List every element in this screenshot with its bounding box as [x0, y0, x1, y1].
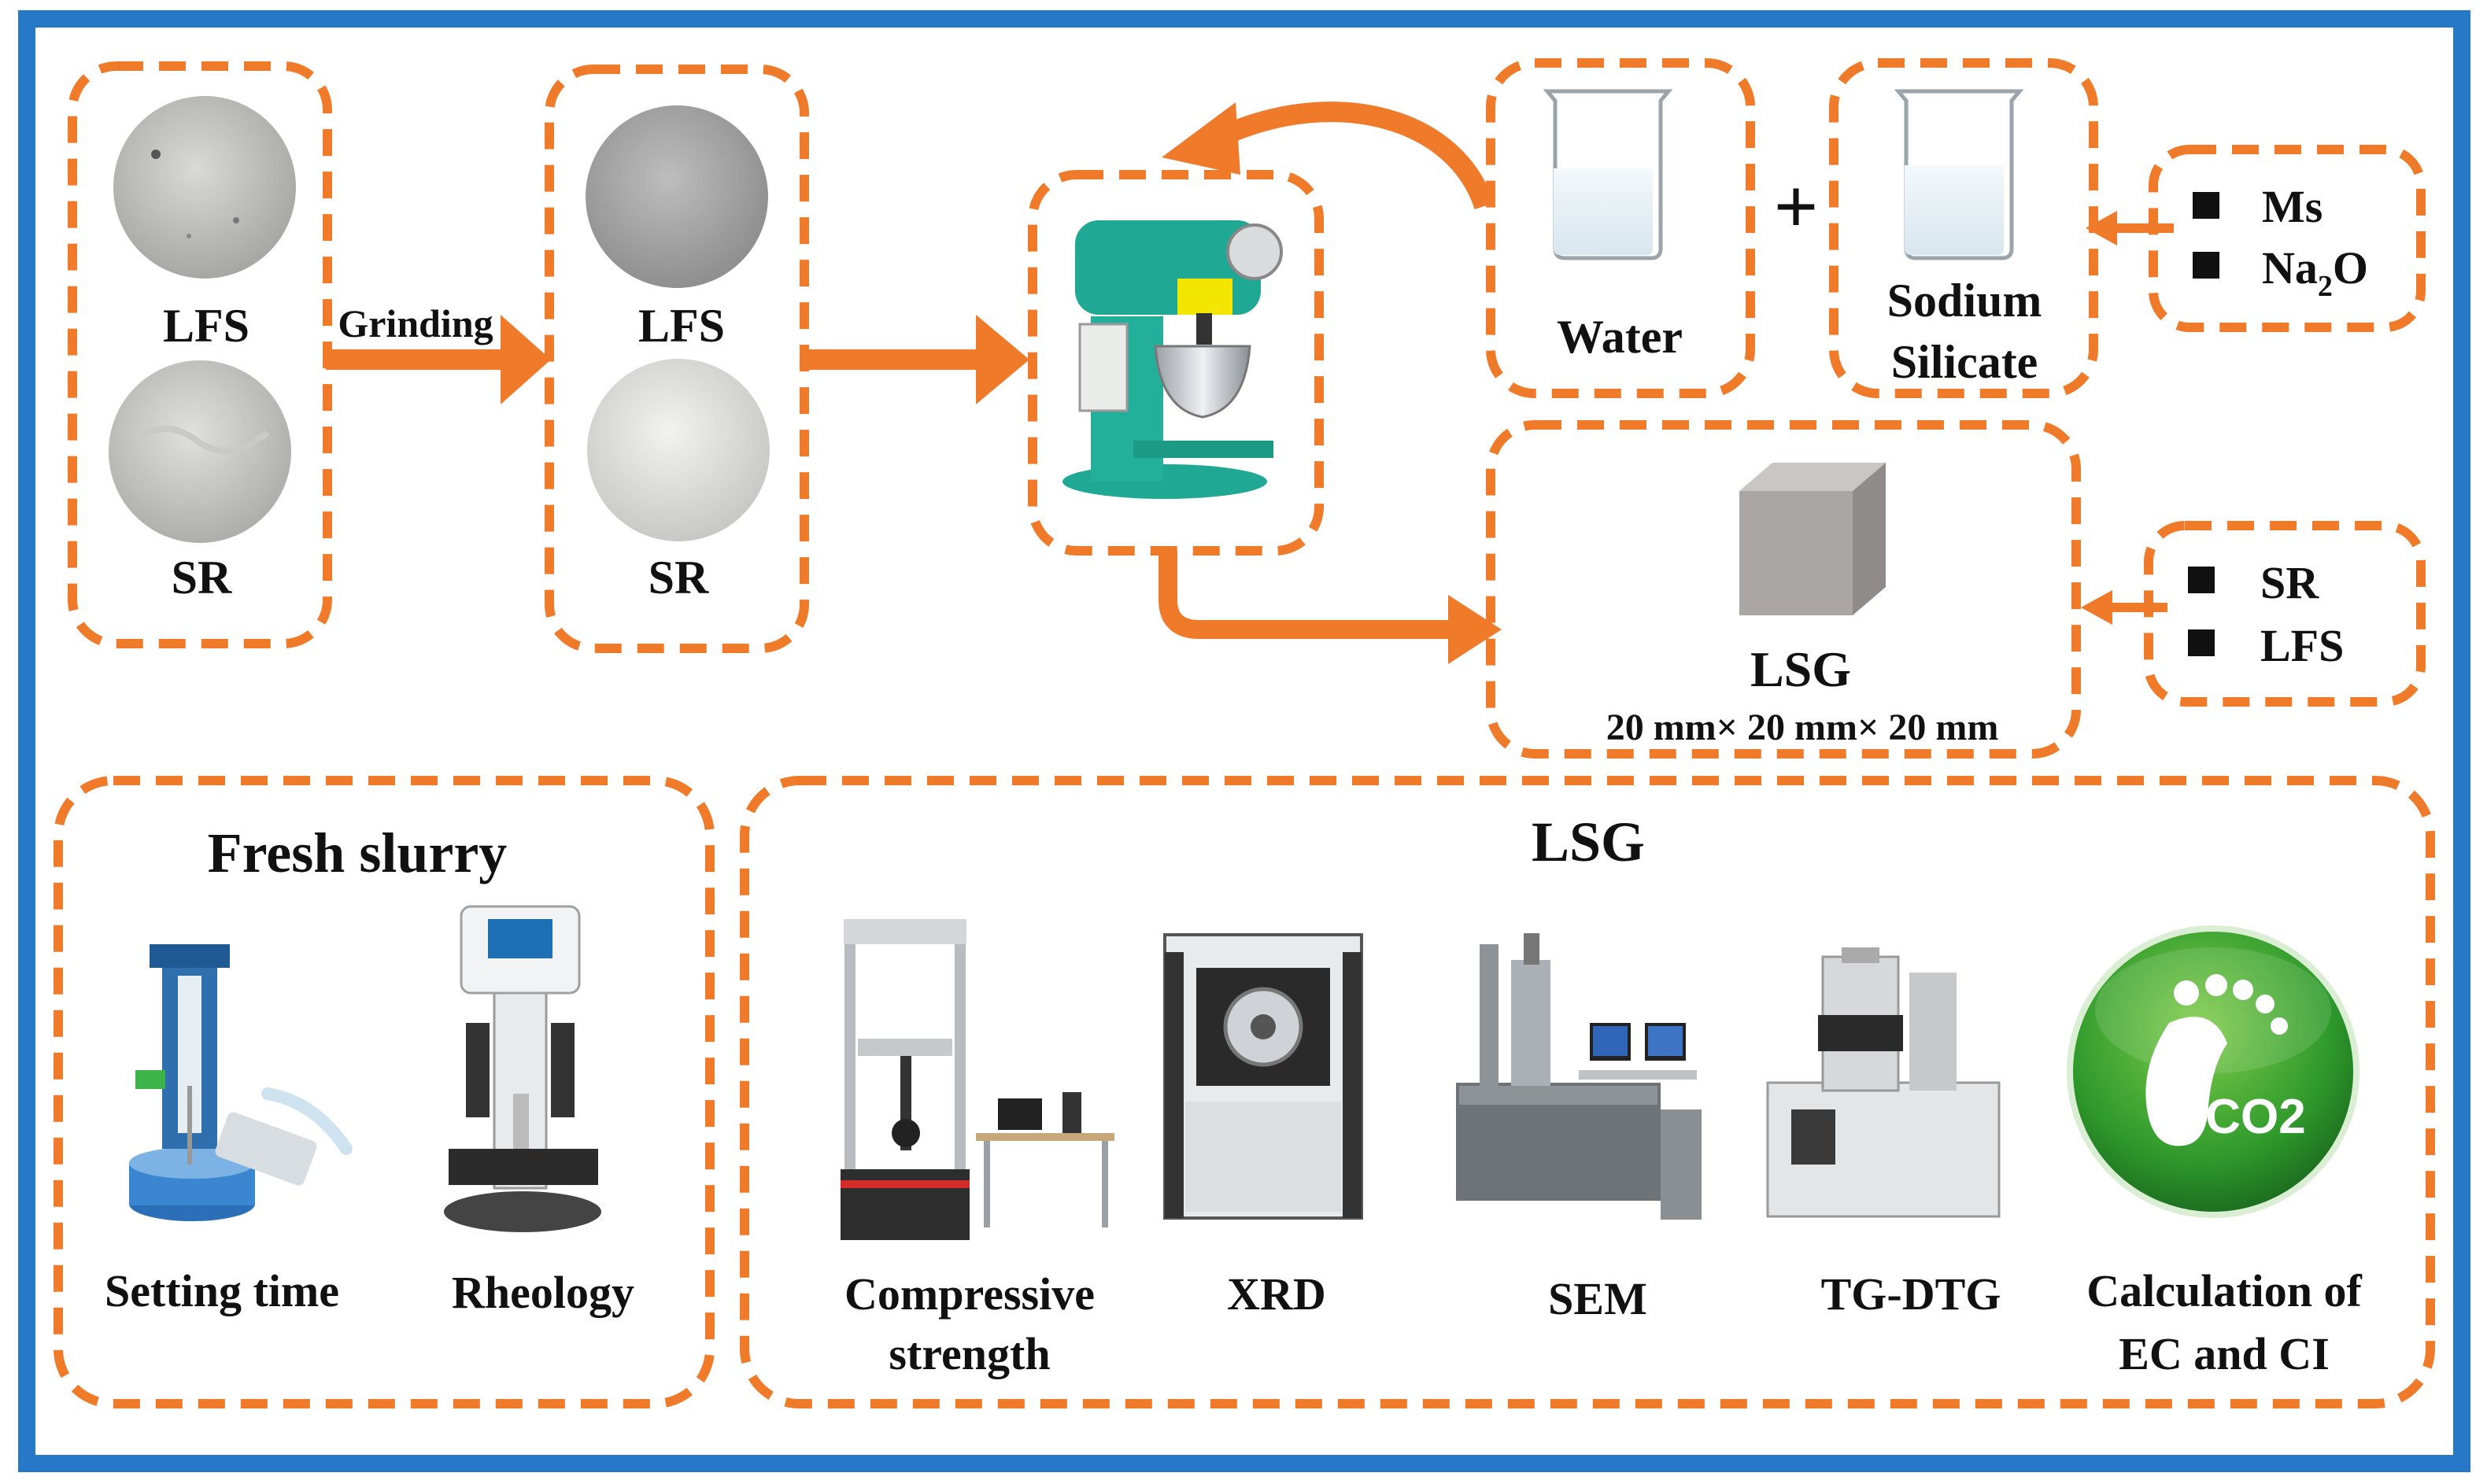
plus-sign: + — [1774, 163, 1819, 250]
strength-label: strength — [889, 1328, 1050, 1379]
raw-lfs-label: LFS — [163, 300, 249, 352]
co2-footprint-icon: CO2 — [2067, 925, 2360, 1218]
na2o-main: Na — [2262, 242, 2318, 293]
sr-powder-icon — [109, 360, 291, 543]
na2o-label: Na2O — [2262, 242, 2368, 303]
sr-param-label: SR — [2260, 557, 2319, 608]
tg-dtg-instrument-icon — [1766, 947, 2001, 1218]
ground-lfs-icon — [586, 105, 768, 288]
water-beaker-icon — [1543, 89, 1673, 260]
to-mixer-arrow — [803, 315, 1029, 404]
mixer-to-lsg-arrow — [1159, 551, 1502, 664]
lfs-param-label: LFS — [2260, 620, 2344, 671]
co2-logo-text: CO2 — [2205, 1090, 2305, 1144]
water-label: Water — [1557, 311, 1683, 363]
sodium-silicate-beaker-icon — [1894, 89, 2024, 260]
mixer-icon — [1062, 220, 1283, 499]
compressive-label: Compressive — [844, 1268, 1095, 1320]
outer-frame — [18, 10, 2470, 1472]
ground-sr-label: SR — [649, 552, 709, 604]
na2o-tail: O — [2333, 242, 2368, 293]
lsg-specimen-box — [1486, 420, 2081, 759]
ec-ci-label: EC and CI — [2119, 1328, 2330, 1379]
xrd-label: XRD — [1227, 1268, 1326, 1320]
lsg-params-box — [2144, 521, 2426, 707]
fresh-slurry-box — [54, 776, 715, 1408]
sodium-label: Sodium — [1887, 275, 2042, 327]
sr-bullet — [2188, 567, 2215, 593]
ms-bullet — [2193, 192, 2219, 219]
ground-sr-icon — [587, 359, 770, 541]
tg-dtg-label: TG-DTG — [1821, 1268, 2001, 1320]
calculation-label: Calculation of — [2086, 1265, 2362, 1316]
activator-params-box — [2149, 145, 2426, 332]
ms-label: Ms — [2262, 181, 2323, 232]
raw-sr-label: SR — [172, 552, 232, 604]
sem-instrument-icon — [1456, 933, 1702, 1220]
ground-lfs-label: LFS — [638, 300, 725, 352]
lsg-specimen-label: LSG — [1750, 641, 1851, 697]
sem-label: SEM — [1548, 1273, 1647, 1324]
lfs-bullet — [2188, 629, 2215, 656]
setting-time-label: Setting time — [105, 1265, 339, 1316]
activator-params-arrow — [2086, 211, 2174, 245]
silicate-label: Silicate — [1891, 336, 2038, 388]
xrd-instrument-icon — [1163, 933, 1363, 1220]
grinding-label: Grinding — [338, 301, 493, 345]
na2o-sub: 2 — [2318, 270, 2333, 303]
cube-icon — [1739, 463, 1886, 615]
vicat-apparatus-icon — [129, 944, 353, 1221]
water-box — [1486, 58, 1755, 398]
lsg-tests-box — [740, 776, 2435, 1408]
lsg-dimensions-label: 20 mm× 20 mm× 20 mm — [1606, 707, 1999, 748]
grinding-arrow — [326, 315, 551, 404]
universal-testing-machine-icon — [841, 919, 1114, 1240]
rheology-label: Rheology — [452, 1267, 634, 1318]
water-to-mixer-arrow — [1162, 102, 1495, 210]
lfs-powder-icon — [113, 96, 296, 279]
fresh-slurry-title: Fresh slurry — [208, 821, 508, 884]
na2o-bullet — [2193, 252, 2219, 279]
rheometer-icon — [444, 905, 601, 1232]
lsg-tests-title: LSG — [1532, 810, 1645, 873]
lsg-params-arrow — [2081, 590, 2167, 625]
